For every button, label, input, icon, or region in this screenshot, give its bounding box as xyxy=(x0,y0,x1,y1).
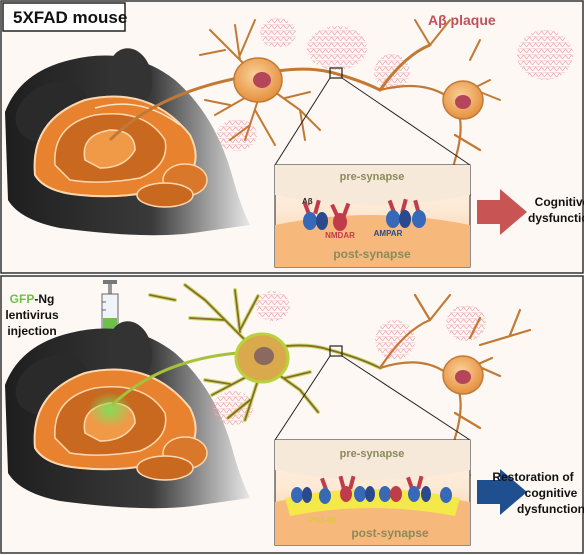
ampar-label: AMPAR xyxy=(374,229,403,238)
zoom-box-top xyxy=(329,67,343,79)
abeta-label: Aβ xyxy=(302,197,313,206)
nmdar-label: NMDAR xyxy=(325,231,355,240)
zoom-line-left-top xyxy=(274,77,331,166)
neuron-nucleus-bottom-2 xyxy=(455,370,471,384)
zoom-line-right-top xyxy=(341,77,471,166)
plaques-bottom xyxy=(213,291,486,425)
projection-axon-bottom xyxy=(110,350,256,407)
model-label-box xyxy=(2,2,126,32)
neuron-nucleus-top-1 xyxy=(253,72,271,88)
injection-label-line-2: lentivirus xyxy=(5,308,59,322)
synapse-inset-top: pre-synapse post-synapse Aβ NMDAR AMPA xyxy=(274,164,471,268)
zoom-line-left-bottom xyxy=(274,355,331,441)
pre-synapse-label-bottom: pre-synapse xyxy=(340,448,405,460)
outcome-line-1-top: Cognitive xyxy=(535,195,584,209)
receptors-bottom xyxy=(291,475,452,504)
psd95-label: PSD-95 xyxy=(308,516,337,525)
injection-label-line-3: injection xyxy=(7,324,56,338)
outcome-arrow-bottom xyxy=(477,469,527,515)
zoom-box-bottom xyxy=(329,345,343,357)
synapse-inset-bottom: pre-synapse post-synapse PSD-95 xyxy=(274,439,471,546)
zoom-line-right-bottom xyxy=(341,355,471,441)
plaque-label: Aβ plaque xyxy=(428,12,496,28)
outcome-line-3-bottom: dysfunction xyxy=(517,502,584,516)
bottom-panel: GFP-Ng lentivirus injection xyxy=(0,275,584,554)
neuron-nucleus-top-2 xyxy=(455,95,471,109)
injection-label-line-1: GFP-Ng xyxy=(10,292,55,306)
outcome-line-2-bottom: cognitive xyxy=(525,486,578,500)
outcome-line-1-bottom: Restoration of xyxy=(492,470,574,484)
mouse-head-icon xyxy=(5,48,250,236)
pre-synapse-label-top: pre-synapse xyxy=(340,171,405,183)
mouse-head-icon-bottom xyxy=(5,321,250,509)
outcome-arrow-top xyxy=(477,189,527,235)
post-synapse-label-bottom: post-synapse xyxy=(351,526,429,540)
post-synapse-label-top: post-synapse xyxy=(333,247,411,261)
model-label: 5XFAD mouse xyxy=(13,8,127,27)
receptors-top xyxy=(302,198,426,231)
top-panel: 5XFAD mouse Aβ plaque xyxy=(0,0,584,274)
neuron-nucleus-bottom-1 xyxy=(254,347,274,365)
outcome-line-2-top: dysfunction xyxy=(528,211,584,225)
